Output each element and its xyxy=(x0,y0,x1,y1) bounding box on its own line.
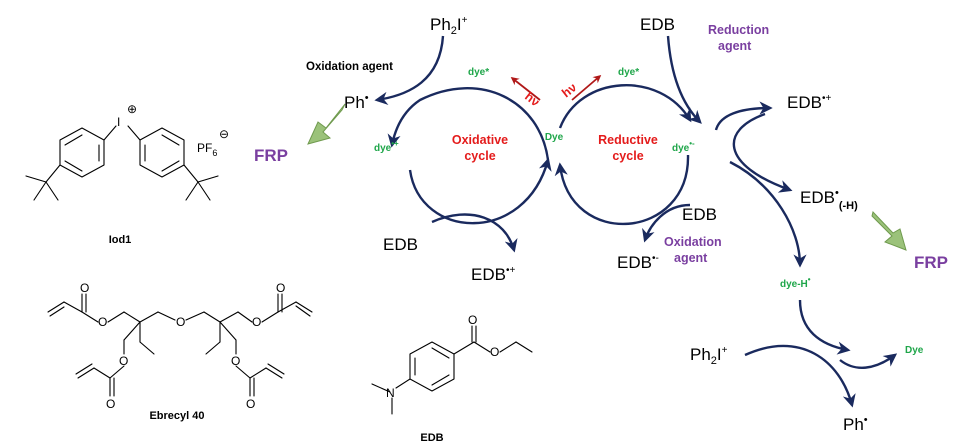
ebecryl-oxygen-ether: O xyxy=(176,315,185,329)
ebecryl-label: Ebrecyl 40 xyxy=(149,410,204,422)
edb-radcat-to-edb-h-arrow xyxy=(732,112,793,193)
dye-star-left: dye* xyxy=(468,67,489,78)
frp-label-right: FRP xyxy=(914,253,948,272)
dye-regenerated: Dye xyxy=(905,345,924,356)
edb-to-edb-radcat-arrow xyxy=(431,213,518,253)
edb-label: EDB xyxy=(420,432,443,444)
reductive-cycle-label-2: cycle xyxy=(612,149,643,163)
dye-radan: dye•- xyxy=(672,139,695,154)
ebecryl-structure xyxy=(47,293,313,397)
reductive-cycle-arc-top xyxy=(558,84,692,129)
frp-arrow-right xyxy=(871,210,907,251)
dye-h-down-arrow xyxy=(798,299,851,355)
frp-arrow-left xyxy=(307,103,346,145)
ebecryl-oxygen-1: O xyxy=(80,281,89,295)
reduction-agent-label-1: Reduction xyxy=(708,23,769,37)
oxidation-agent-label: Oxidation agent xyxy=(306,61,393,73)
dye-radan-to-dye-h-arrow xyxy=(729,160,807,268)
edb-to-edb-radcat-right-arrow xyxy=(666,35,702,124)
ph-radical-right: Ph• xyxy=(843,414,868,434)
edb-radcat-left: EDB•+ xyxy=(471,265,515,284)
reduction-agent-label-2: agent xyxy=(718,39,752,53)
dye-h-radical: dye-H• xyxy=(780,275,811,290)
edb-h-radical: EDB•(-H) xyxy=(800,187,858,212)
iod1-plus-charge: ⊕ xyxy=(127,102,137,116)
oxidative-cycle-label-1: Oxidative xyxy=(452,133,508,147)
ph2i-to-ph-arrow xyxy=(374,35,445,105)
edb-radan: EDB•- xyxy=(617,253,659,272)
iod1-iodine: I xyxy=(117,115,120,129)
dye-center: Dye xyxy=(545,132,564,143)
ph2i-bottom-right: Ph2I+ xyxy=(690,345,728,367)
hv-arrow-left xyxy=(510,76,541,101)
iod1-counterion: PF6 xyxy=(197,141,217,158)
edb-left: EDB xyxy=(383,235,418,254)
oxidative-cycle-arc-bottom xyxy=(408,157,552,225)
oxidation-agent-right-2: agent xyxy=(674,251,708,265)
edb-bottom-right: EDB xyxy=(682,205,717,224)
ebecryl-oxygen-6: O xyxy=(106,397,115,411)
edb-oxygen-carbonyl: O xyxy=(468,313,477,327)
iod1-label: Iod1 xyxy=(109,234,132,246)
ebecryl-oxygen-3: O xyxy=(252,315,261,329)
ph2i-right-to-ph-arrow xyxy=(744,344,856,408)
hv-left: hν xyxy=(522,89,542,109)
frp-label-left: FRP xyxy=(254,146,288,165)
ebecryl-oxygen-7: O xyxy=(231,354,240,368)
edb-radcat-right: EDB•+ xyxy=(787,93,831,112)
dye-star-right: dye* xyxy=(618,67,639,78)
ph2i-top-left: Ph2I+ xyxy=(430,15,468,37)
ebecryl-oxygen-2: O xyxy=(98,315,107,329)
reductive-cycle-label-1: Reductive xyxy=(598,133,658,147)
reductive-cycle-arc-bottom xyxy=(554,154,690,225)
iod1-minus-charge: ⊖ xyxy=(219,127,229,141)
edb-oxygen-ester: O xyxy=(490,345,499,359)
oxidation-agent-right-1: Oxidation xyxy=(664,235,722,249)
to-dye-regenerated-arrow xyxy=(839,353,898,369)
edb-bottom-to-radan-arrow xyxy=(642,203,691,243)
oxidative-cycle-label-2: cycle xyxy=(464,149,495,163)
edb-top-right: EDB xyxy=(640,15,675,34)
ebecryl-oxygen-5: O xyxy=(119,354,128,368)
edb-structure xyxy=(371,325,533,415)
edb-nitrogen: N xyxy=(386,386,395,400)
dye-radcat: dye•+ xyxy=(374,139,399,154)
hv-arrow-right xyxy=(571,74,602,101)
ebecryl-oxygen-4: O xyxy=(276,281,285,295)
ebecryl-oxygen-8: O xyxy=(246,397,255,411)
oxidative-cycle-arc-top xyxy=(387,87,550,161)
iod1-structure xyxy=(25,125,219,201)
edb-radcat-out-arrow xyxy=(714,101,773,131)
ph-radical-left: Ph• xyxy=(344,92,369,112)
